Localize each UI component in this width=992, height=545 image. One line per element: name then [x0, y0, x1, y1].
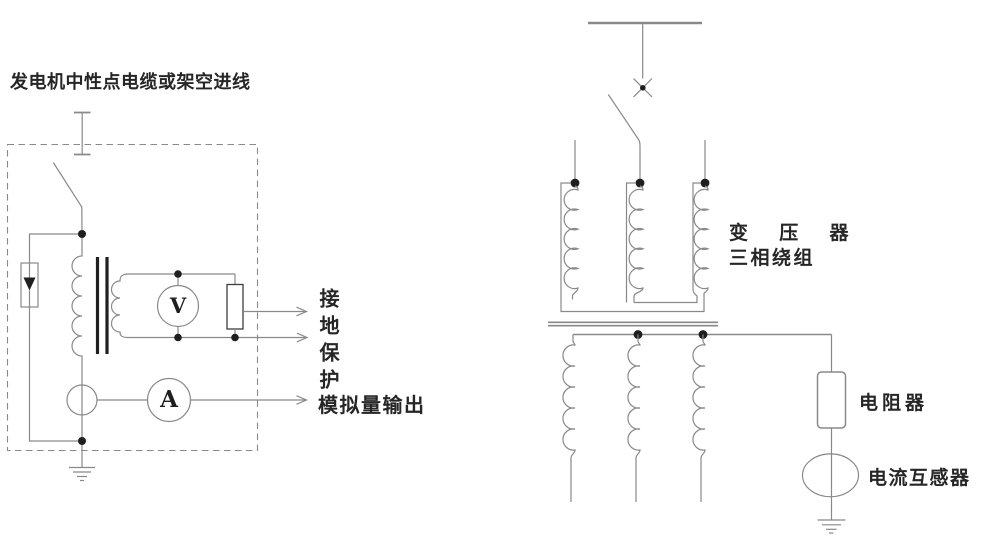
disconnect-switch-blade [52, 162, 83, 231]
hv-coil-phase2 [628, 185, 645, 303]
surge-arrester-branch [20, 233, 78, 442]
current-transformer-label: 电流互感器 [868, 468, 971, 489]
arrowhead-icon [296, 395, 309, 405]
lv-coil-phase3 [692, 334, 706, 502]
generator-neutral-diagram [6, 111, 309, 482]
junction-dot-top [78, 230, 86, 238]
junction-dot-bottom [78, 437, 86, 445]
current-transformer-circle [801, 453, 860, 498]
junction-dot [174, 333, 182, 342]
junction-dot [231, 333, 239, 342]
lv-coil-phase1 [562, 334, 576, 502]
analog-output-label: 模拟量输出 [318, 395, 426, 417]
breaker-x-icon [633, 78, 653, 98]
arrester-wire-top [28, 233, 78, 263]
junction-dot [570, 178, 580, 188]
resistor-label: 电阻器 [859, 393, 929, 414]
left-diagram-title: 发电机中性点电缆或架空进线 [10, 72, 251, 92]
transformer-label-line1: 变 压 器 [729, 223, 862, 244]
cable-terminal-symbol [74, 111, 91, 156]
transformer-label-line2: 三相绕组 [729, 248, 816, 269]
delta-rail-middle [625, 182, 636, 303]
junction-dot [700, 178, 710, 188]
arrester-arrow-icon [23, 277, 36, 291]
ammeter-letter: A [160, 386, 178, 413]
hv-coil-phase1 [563, 185, 580, 300]
arrowhead-icon [296, 332, 309, 343]
arrester-wire-bottom [28, 290, 78, 442]
earth-ground-icon [817, 519, 846, 534]
ammeter-circle [146, 377, 192, 423]
neutral-grounding-branch [801, 334, 860, 534]
lv-coil-phase2 [627, 334, 641, 502]
primary-winding-coil [71, 238, 83, 437]
resistor-box [226, 283, 244, 330]
delta-rail-outer [560, 182, 705, 313]
transformer-three-phase-diagram [548, 21, 860, 534]
switch-blade [607, 94, 641, 179]
output-arrows [190, 306, 309, 405]
earth-ground-icon [69, 445, 95, 482]
arrowhead-icon [296, 306, 309, 317]
voltmeter-symbol [156, 270, 200, 342]
secondary-winding-loop [110, 273, 305, 339]
junction-dot [174, 270, 182, 278]
dashed-enclosure [6, 143, 259, 452]
voltmeter-letter: V [169, 293, 187, 318]
grounding-resistor-box [816, 371, 847, 429]
shunt-resistor [226, 274, 244, 342]
ground-protection-label: 接地保护 [316, 288, 338, 396]
hv-coil-phase3 [693, 185, 710, 294]
delta-rail-inner [634, 182, 701, 304]
junction-dot [635, 178, 645, 188]
